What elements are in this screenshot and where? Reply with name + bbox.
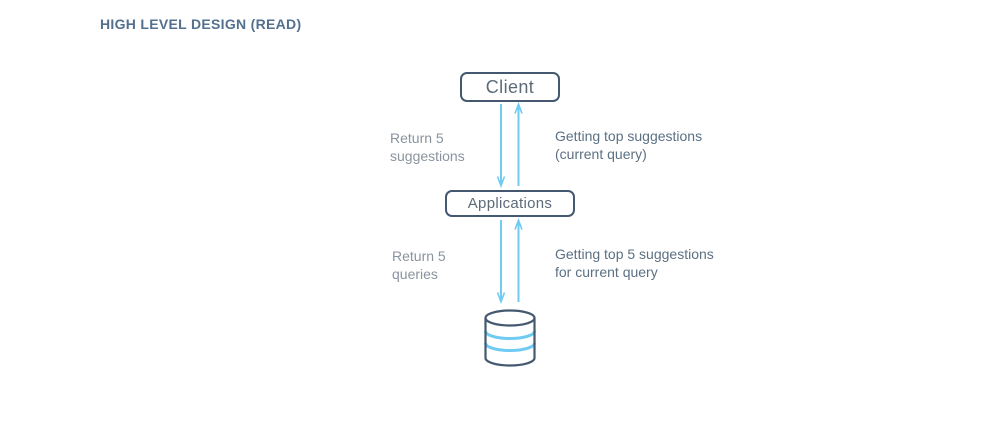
- arrow-applications-to-database: [496, 220, 506, 305]
- node-applications-label: Applications: [467, 195, 553, 212]
- label-getting-top-5-suggestions: Getting top 5 suggestions for current qu…: [555, 245, 714, 281]
- label-return-5-queries: Return 5 queries: [392, 247, 446, 283]
- node-applications: Applications: [445, 190, 575, 217]
- database-body-outline: [484, 318, 536, 367]
- arrow-applications-to-client: [514, 101, 523, 186]
- database-band-bottom: [484, 342, 536, 352]
- database-icon: [484, 309, 536, 367]
- label-line: for current query: [555, 264, 658, 280]
- label-getting-top-suggestions: Getting top suggestions (current query): [555, 127, 702, 163]
- page-title: HIGH LEVEL DESIGN (READ): [100, 16, 302, 32]
- arrow-client-to-applications: [496, 104, 506, 189]
- label-line: Getting top suggestions: [555, 128, 703, 144]
- label-line: Getting top 5 suggestions: [555, 246, 714, 262]
- node-client-label: Client: [485, 76, 535, 97]
- label-line: suggestions: [390, 148, 465, 164]
- database-band-top: [484, 330, 536, 340]
- label-line: queries: [392, 266, 438, 282]
- label-line: (current query): [555, 146, 647, 162]
- arrow-database-to-applications: [514, 217, 523, 302]
- label-return-5-suggestions: Return 5 suggestions: [390, 129, 465, 165]
- label-line: Return 5: [390, 130, 444, 146]
- label-line: Return 5: [392, 248, 446, 264]
- node-client: Client: [460, 72, 560, 102]
- database-top-ellipse: [484, 309, 536, 327]
